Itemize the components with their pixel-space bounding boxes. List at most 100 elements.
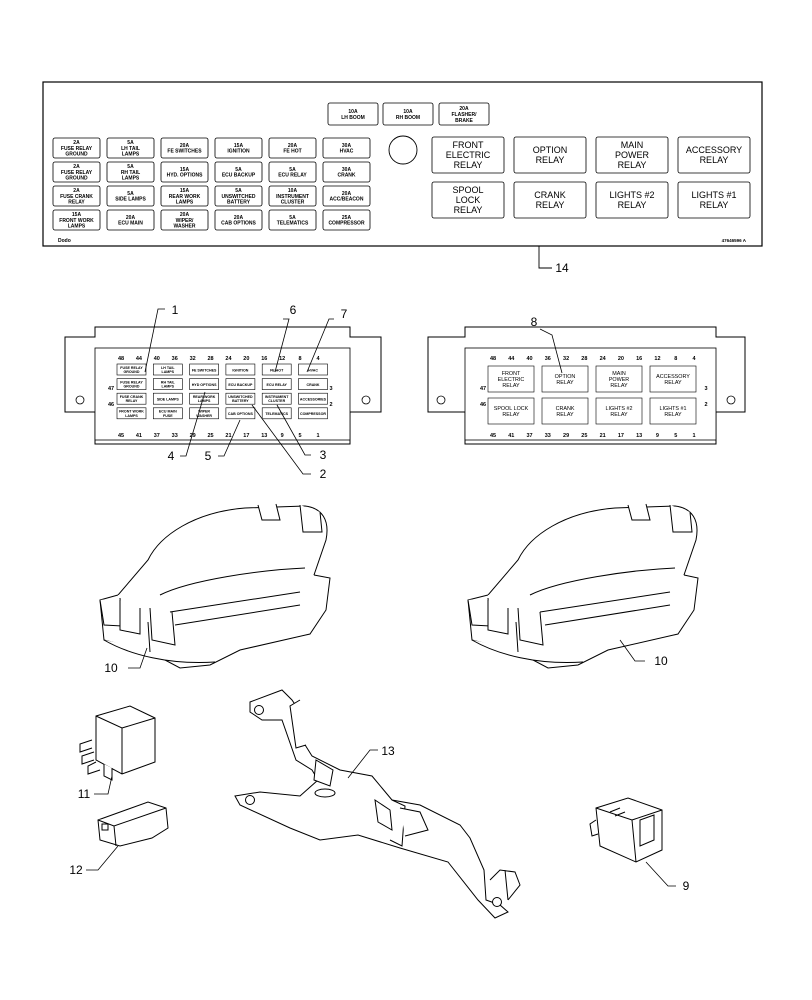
fuse-cell-label: FE HOT [270, 368, 284, 372]
fuse-slot [268, 209, 317, 231]
fuse-cell [189, 392, 219, 405]
relay-label: RELAY [536, 200, 565, 210]
fuse-label: 10A [348, 109, 358, 115]
callout-9-label: 9 [683, 879, 690, 893]
fuse-label: ACC/BEACON [330, 197, 364, 203]
pin-number: 20 [243, 356, 249, 362]
callout-5-label: 5 [205, 449, 212, 463]
pin-number: 47 [108, 386, 114, 392]
fuse-cell [153, 392, 183, 405]
fuse-slot [438, 102, 490, 126]
fuse-label: 20A [126, 215, 136, 221]
fuse-cell-label: IGNITION [232, 368, 248, 372]
fuse-label: SIDE LAMPS [115, 197, 146, 203]
pin-number: 41 [508, 433, 514, 439]
pin-number: 44 [508, 356, 515, 362]
fuse-label: WIPER/ [176, 218, 194, 224]
relay-label: RELAY [454, 160, 483, 170]
fuse-cell [225, 407, 256, 420]
fuse-label: 5A [127, 164, 134, 170]
fuse-slot [322, 161, 371, 183]
fuse-cell [116, 378, 147, 390]
fuse-label: 5A [127, 191, 134, 197]
pin-number: 20 [618, 356, 624, 362]
pin-number: 8 [674, 356, 677, 362]
callout-6: 6 [274, 303, 297, 373]
fuse-label: ECU MAIN [118, 221, 143, 227]
callout-10b-label: 10 [654, 654, 668, 668]
fuse-slot [52, 209, 101, 231]
fuse-cell-label: CRANK [307, 383, 320, 387]
pin-number: 37 [526, 433, 532, 439]
pin-number: 28 [207, 356, 213, 362]
fuse-slot [106, 209, 155, 231]
callout-1: 1 [144, 303, 179, 373]
fuse-label: 10A [288, 188, 298, 194]
callout-12: 12 [69, 845, 119, 877]
fuse-label: RH TAIL [121, 170, 140, 176]
pin-number: 47 [480, 386, 486, 392]
fuse-label: BATTERY [227, 199, 251, 205]
fuse-label: GROUND [65, 151, 88, 157]
fuse-label: 20A [180, 143, 190, 149]
fuse-cell [153, 363, 183, 376]
relay-label: LIGHTS #1 [691, 190, 736, 200]
callout-3: 3 [276, 404, 327, 462]
fuse-slot [268, 185, 317, 207]
fuse-cell [298, 407, 328, 420]
fuse-cell [225, 378, 256, 390]
fuse-cell-label: SIDE LAMPS [157, 398, 180, 402]
fuse-label: 10A [403, 109, 413, 115]
fuse-label: CRANK [337, 173, 355, 179]
fuse-label: 20A [342, 191, 352, 197]
callout-14-label: 14 [555, 261, 569, 275]
relay-cell [487, 365, 535, 393]
relay-label: RELAY [700, 155, 729, 165]
fuse-cell [116, 407, 147, 420]
fuse-label: 20A [288, 143, 298, 149]
fuse-label: 2A [73, 164, 80, 170]
pin-number: 1 [692, 433, 695, 439]
relay-cell [541, 397, 589, 425]
fuse-cell [225, 363, 256, 376]
callout-10a: 10 [104, 647, 148, 675]
relay-label: RELAY [618, 200, 647, 210]
fuse-label: 30A [342, 143, 352, 149]
panel-logo: Dodo [58, 238, 71, 244]
fuse-cell [225, 392, 256, 405]
relay-cell [595, 365, 643, 393]
relay-label: OPTION [533, 145, 568, 155]
fuse-slot [382, 102, 434, 126]
pin-number: 13 [636, 433, 642, 439]
fuse-label: LH TAIL [121, 146, 140, 152]
fuse-slot [160, 137, 209, 159]
connector-boot [97, 801, 169, 847]
pin-number: 32 [563, 356, 569, 362]
pin-number: 17 [618, 433, 624, 439]
callout-12-label: 12 [69, 863, 83, 877]
relay-label: SPOOL [452, 185, 483, 195]
panel-hole [388, 135, 418, 165]
fuse-label: INSTRUMENT [276, 194, 309, 200]
pin-number: 29 [190, 433, 196, 439]
fuse-slot [322, 209, 371, 231]
pin-number: 24 [600, 356, 607, 362]
fuse-box-housing-left [99, 503, 331, 669]
pin-number: 36 [545, 356, 551, 362]
fuse-slot [327, 102, 379, 126]
pin-number: 33 [545, 433, 551, 439]
fuse-label: LH BOOM [341, 115, 365, 121]
pin-number: 9 [281, 433, 284, 439]
fuse-slot [214, 137, 263, 159]
relay-label: ELECTRIC [446, 150, 491, 160]
